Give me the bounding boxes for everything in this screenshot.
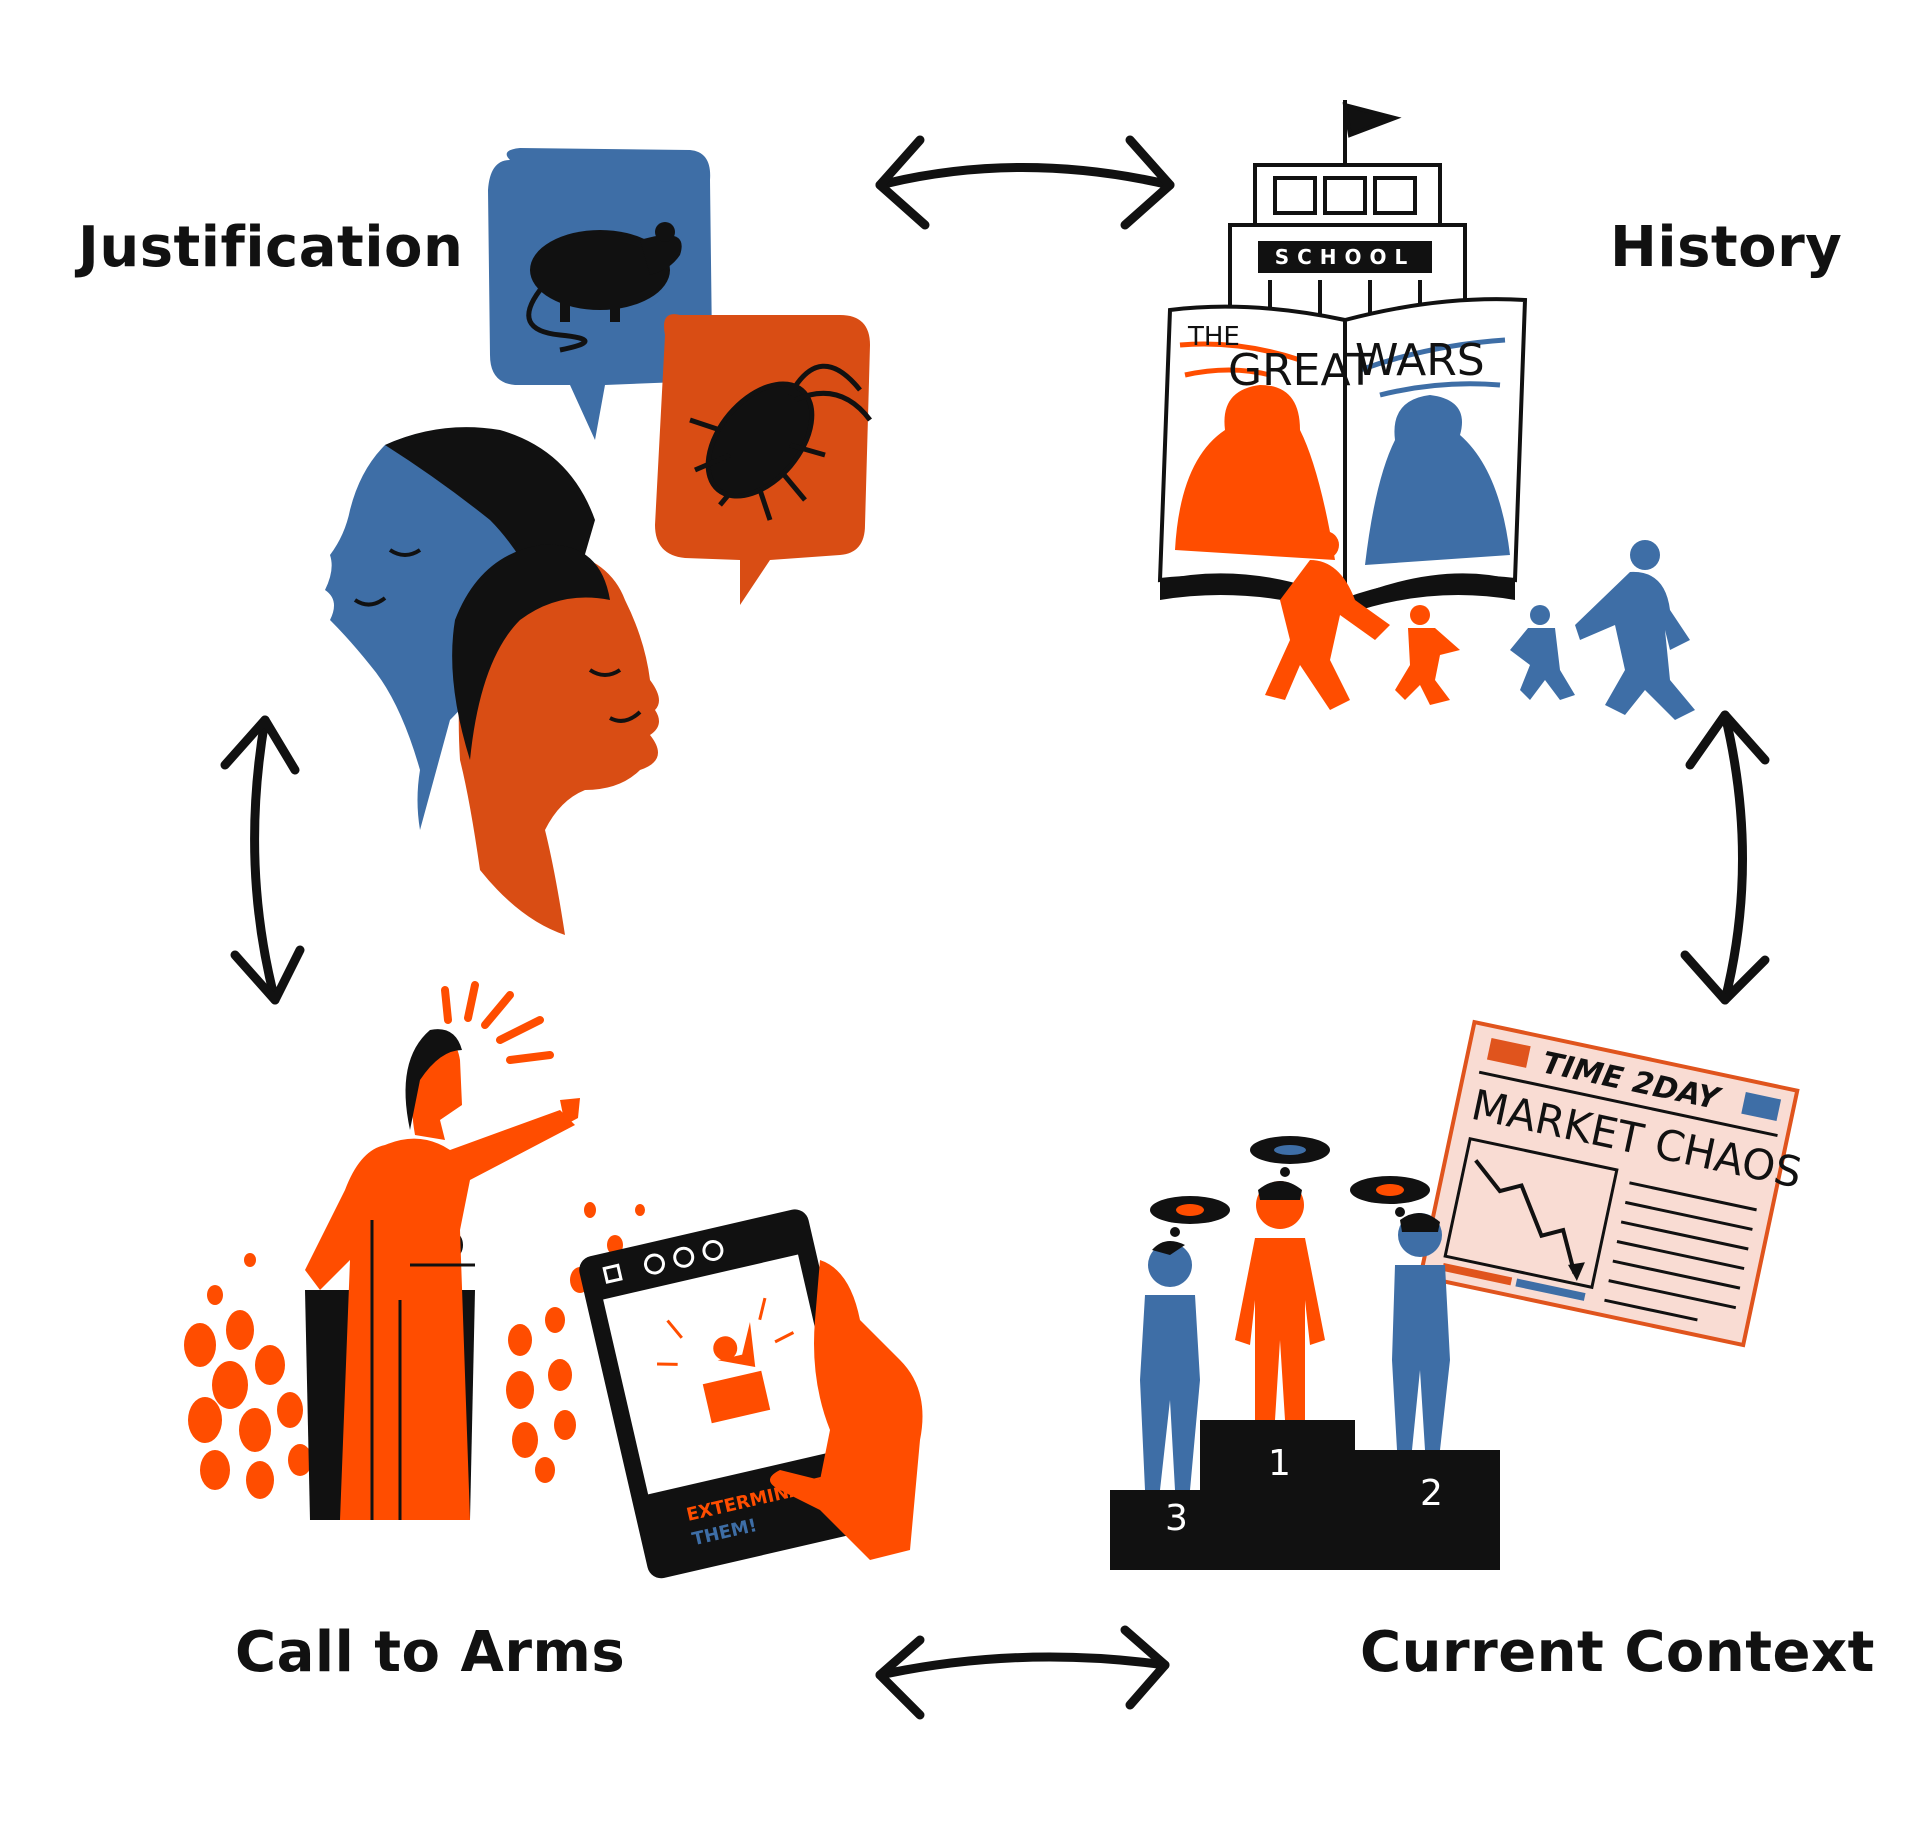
orange-head	[458, 550, 659, 935]
orange-speech-bubble	[655, 314, 872, 605]
blue-speech-bubble	[488, 148, 712, 440]
call-to-arms-illustration: EXTERMINATE THEM!	[184, 981, 923, 1579]
double-arrow-icon-left	[220, 715, 305, 1005]
orange-head-hair	[452, 544, 610, 760]
podium-first: 1	[1268, 1443, 1291, 1484]
podium: 3 1 2	[1110, 1420, 1500, 1570]
shout-lines	[441, 981, 554, 1064]
history-illustration: SCHOOL THE GREAT WAR	[1157, 100, 1695, 720]
label-call-to-arms: Call to Arms	[235, 1620, 626, 1685]
school-sign: SCHOOL	[1275, 245, 1416, 269]
podium-figures	[1140, 1136, 1450, 1490]
history-book: THE GREAT WARS	[1157, 297, 1528, 615]
book-title-wars: WARS	[1355, 335, 1485, 386]
book-title-the: THE	[1187, 322, 1240, 352]
rat-icon	[526, 222, 682, 353]
speaker-figure	[305, 1029, 580, 1520]
label-current-context: Current Context	[1360, 1620, 1875, 1685]
school-building: SCHOOL	[1228, 100, 1467, 327]
current-context-illustration: TIME 2DAY MARKET CHAOS	[1110, 1019, 1806, 1570]
label-history: History	[1610, 215, 1843, 280]
double-arrow-icon-bottom	[875, 1625, 1170, 1720]
double-arrow-icon-top	[875, 135, 1175, 230]
running-families	[1265, 531, 1695, 720]
label-justification: Justification	[78, 215, 464, 280]
book-title-great: GREAT	[1228, 345, 1374, 396]
newspaper: TIME 2DAY MARKET CHAOS	[1418, 1019, 1806, 1348]
hand	[770, 1260, 923, 1560]
justification-illustration	[325, 148, 872, 935]
podium-second: 2	[1420, 1473, 1443, 1514]
podium-third: 3	[1165, 1498, 1188, 1539]
double-arrow-icon-right	[1680, 710, 1770, 1005]
cockroach-icon	[689, 363, 872, 521]
crowd-dots	[184, 1202, 645, 1499]
